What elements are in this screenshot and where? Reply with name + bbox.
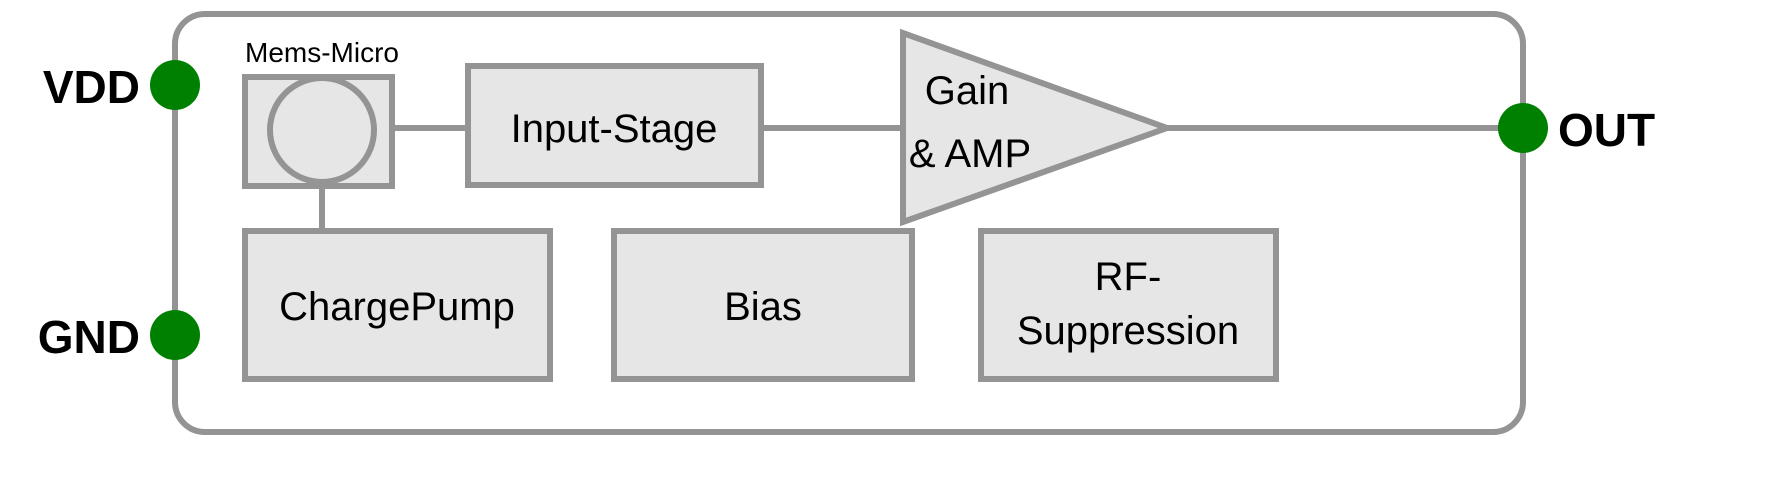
block-rf-suppression[interactable] bbox=[978, 228, 1279, 382]
block-label-gain: Gain bbox=[925, 69, 1010, 113]
terminal-dot-icon-gnd[interactable] bbox=[150, 310, 200, 360]
terminal-label-gnd: GND bbox=[38, 311, 140, 363]
microphone-circle-icon bbox=[267, 75, 377, 185]
block-bias[interactable] bbox=[611, 228, 915, 382]
block-label-rf: RF- bbox=[1095, 255, 1162, 299]
terminal-dot-icon-out[interactable] bbox=[1498, 103, 1548, 153]
block-label-mems-micro: Mems-Micro bbox=[245, 37, 399, 68]
block-label-bias: Bias bbox=[724, 285, 802, 329]
terminal-dot-icon-vdd[interactable] bbox=[150, 60, 200, 110]
block-input-stage[interactable] bbox=[465, 63, 764, 188]
block-label-amp: & AMP bbox=[909, 132, 1031, 176]
block-label-charge-pump: ChargePump bbox=[279, 285, 515, 329]
block-label-input-stage: Input-Stage bbox=[511, 107, 718, 151]
block-gain-amp[interactable] bbox=[900, 28, 1176, 227]
block-label-suppression: Suppression bbox=[1017, 309, 1239, 353]
block-charge-pump[interactable] bbox=[242, 228, 553, 382]
terminal-label-vdd: VDD bbox=[43, 61, 140, 113]
terminal-label-out: OUT bbox=[1558, 104, 1655, 156]
